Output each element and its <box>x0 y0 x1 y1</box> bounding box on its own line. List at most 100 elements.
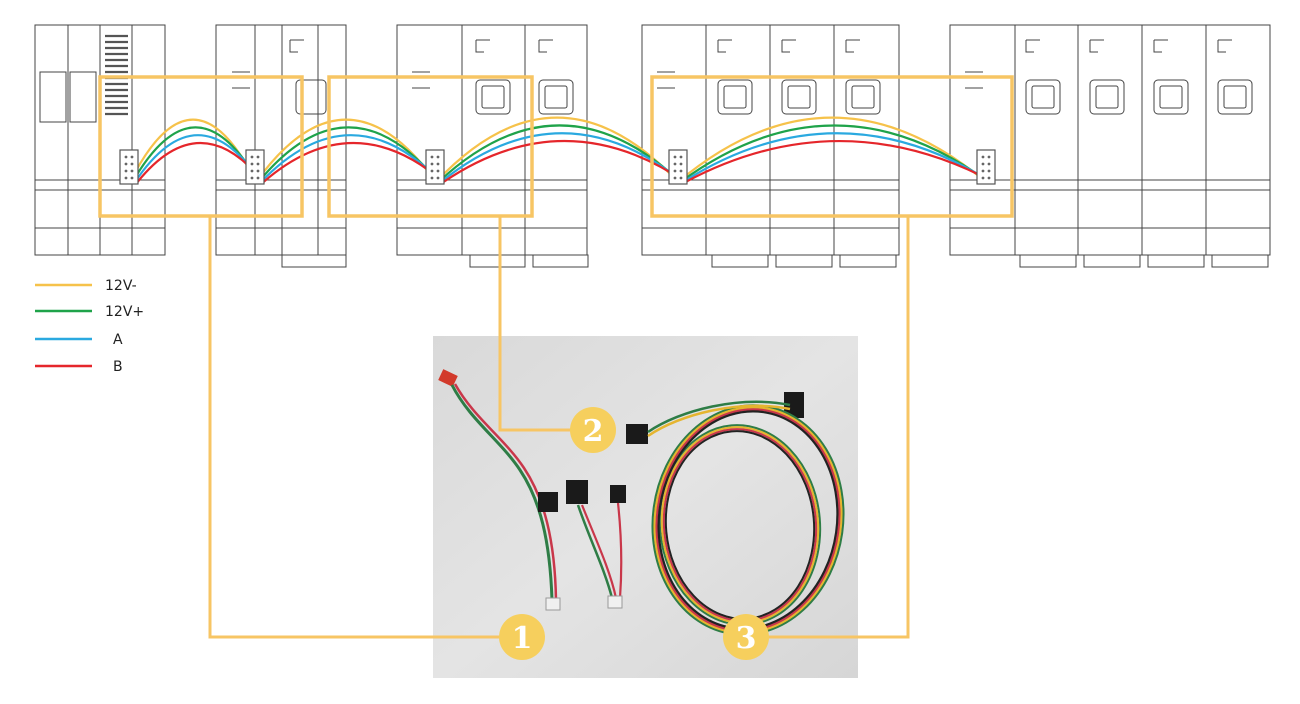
connector-pin <box>981 169 985 173</box>
module-window-inner <box>1031 85 1055 109</box>
photo-connector <box>607 595 623 609</box>
wire-a-span-2 <box>260 134 442 183</box>
wire-b-span-3 <box>442 140 687 183</box>
legend-item-b: B <box>35 359 123 375</box>
module-window-inner <box>787 85 811 109</box>
wire-12v-plus-span-3 <box>437 124 682 183</box>
connector-pin <box>679 155 683 159</box>
connector-pin <box>430 162 434 166</box>
photo-connector <box>538 492 558 512</box>
connector-pin <box>124 176 128 180</box>
callout-group <box>98 75 1014 639</box>
legend-label-12v-plus: 12V+ <box>105 304 144 320</box>
badge-1: 1 <box>499 614 545 660</box>
wire-12v-minus-span-4 <box>677 116 987 183</box>
connector-2 <box>245 149 265 185</box>
connector-pin <box>250 155 254 159</box>
connector-pin <box>436 176 440 180</box>
module-window <box>1153 79 1189 115</box>
connector-pin <box>256 169 260 173</box>
callout-box-1 <box>98 75 304 218</box>
module-lever <box>289 39 304 53</box>
module-4 <box>641 24 900 268</box>
module-foot <box>1147 254 1205 268</box>
connector-pin <box>673 162 677 166</box>
module-body <box>215 24 347 256</box>
connector-housing <box>668 149 688 185</box>
module-window <box>475 79 511 115</box>
module-foot <box>1019 254 1077 268</box>
connector-3 <box>425 149 445 185</box>
module-window-inner <box>1223 85 1247 109</box>
photo-connector <box>545 597 561 611</box>
connector-5 <box>976 149 996 185</box>
connector-pin <box>124 162 128 166</box>
module-lever <box>538 39 553 53</box>
connector-pin <box>124 155 128 159</box>
module-foot <box>469 254 526 268</box>
photo-connector <box>626 424 648 444</box>
connector-housing <box>425 149 445 185</box>
connector-pin <box>124 169 128 173</box>
badge-3-number: 3 <box>736 621 757 656</box>
connector-pin <box>130 162 134 166</box>
module-window-inner <box>851 85 875 109</box>
leader-line-1 <box>208 216 500 639</box>
badge-2-number: 2 <box>583 414 604 449</box>
module-foot <box>839 254 897 268</box>
module-window-inner <box>723 85 747 109</box>
legend-label-12v-minus: 12V- <box>105 278 137 294</box>
module-lever <box>475 39 490 53</box>
connector-pin <box>436 155 440 159</box>
module-foot <box>711 254 769 268</box>
module-window-inner <box>544 85 568 109</box>
leader-line-2 <box>498 216 572 432</box>
module-window <box>781 79 817 115</box>
connector-pin <box>250 162 254 166</box>
module-socket <box>39 71 67 123</box>
module-window <box>1089 79 1125 115</box>
module-window <box>717 79 753 115</box>
module-foot <box>281 254 347 268</box>
badge-1-number: 1 <box>512 621 533 656</box>
module-window-inner <box>1159 85 1183 109</box>
connector-pin <box>679 169 683 173</box>
photo-connector <box>784 392 804 418</box>
module-window <box>538 79 574 115</box>
module-lever <box>1153 39 1168 53</box>
module-lever <box>781 39 796 53</box>
module-socket <box>69 71 97 123</box>
photo-wire <box>576 504 614 599</box>
leader-line-3 <box>767 216 910 639</box>
connector-pin <box>436 169 440 173</box>
connector-1 <box>119 149 139 185</box>
photo-wire <box>647 400 791 434</box>
module-lever <box>717 39 732 53</box>
module-mark <box>965 71 983 89</box>
connector-pin <box>130 169 134 173</box>
photo-wire <box>580 504 618 599</box>
module-lever <box>845 39 860 53</box>
connector-pin <box>256 176 260 180</box>
module-mark <box>657 71 675 89</box>
connector-pin <box>679 162 683 166</box>
badge-2: 2 <box>570 407 616 453</box>
module-foot <box>532 254 589 268</box>
module-5 <box>949 24 1271 268</box>
connector-pin <box>256 155 260 159</box>
module-mark <box>412 71 430 89</box>
legend-label-a: A <box>113 332 123 348</box>
connector-pin <box>987 176 991 180</box>
connector-pin <box>130 176 134 180</box>
legend-item-a: A <box>35 332 123 348</box>
callout-box-3 <box>650 75 1014 218</box>
cable-harness-photo <box>433 336 858 678</box>
connector-pin <box>430 155 434 159</box>
connector-pin <box>987 162 991 166</box>
photo-wire <box>647 404 791 438</box>
module-lever <box>1025 39 1040 53</box>
connector-pin <box>987 169 991 173</box>
photo-connector <box>438 369 458 387</box>
